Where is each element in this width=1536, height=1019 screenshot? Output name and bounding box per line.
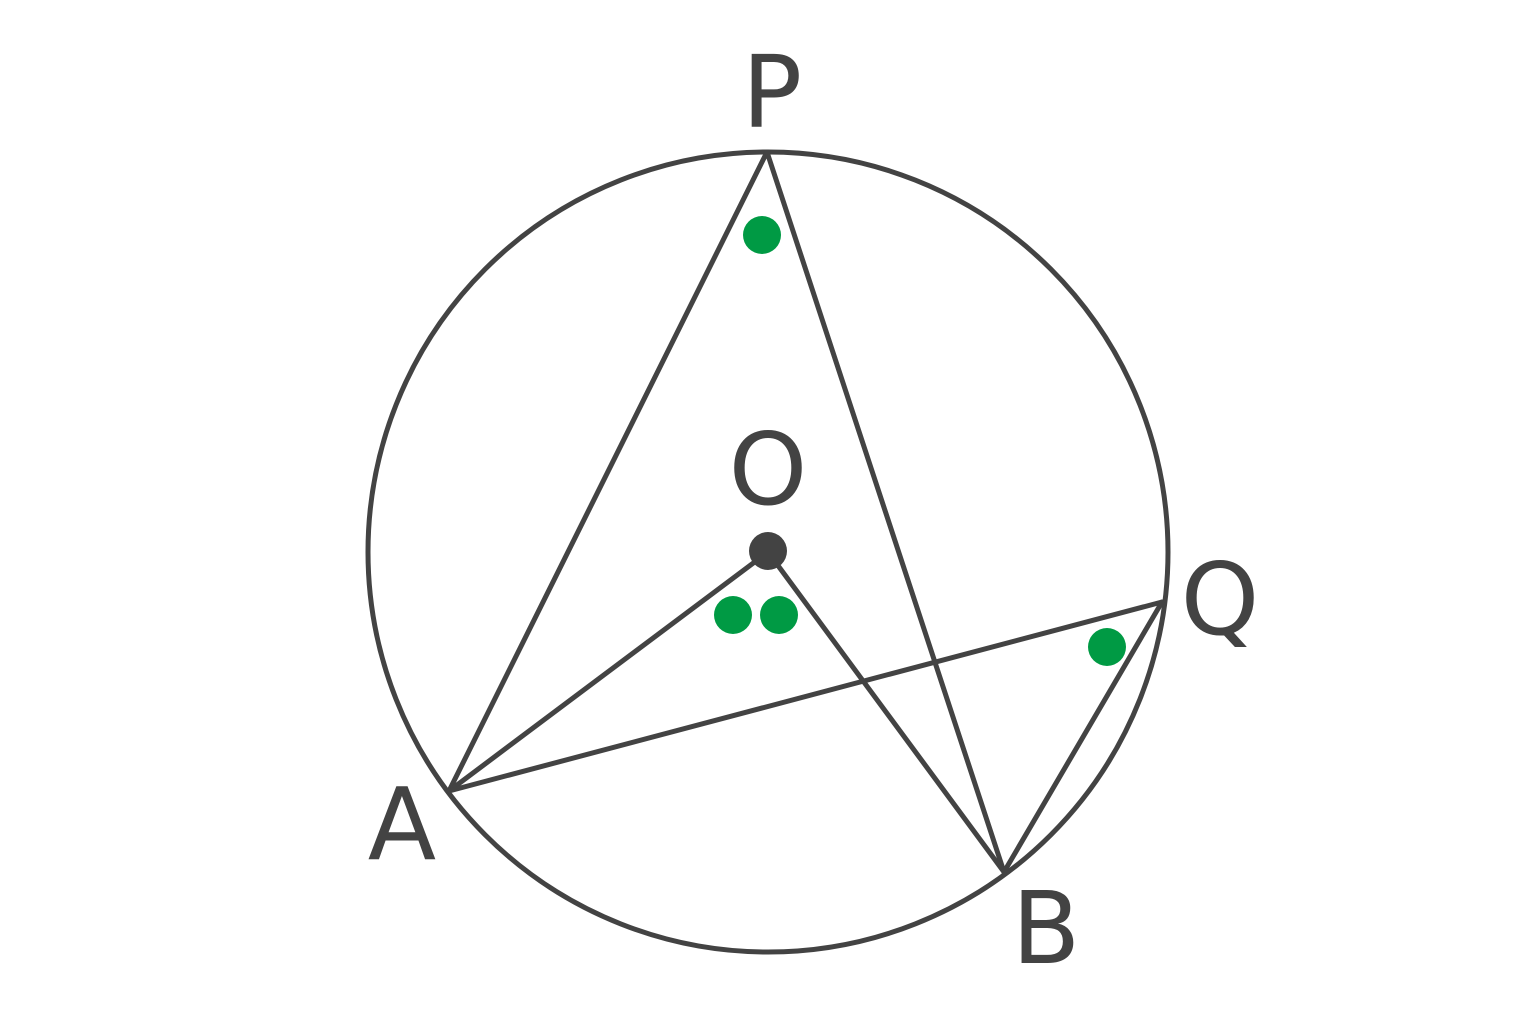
segment-QB: [1001, 599, 1165, 875]
segment-OA: [446, 549, 771, 794]
segment-AQ: [446, 599, 1165, 794]
angle-marker-O-2: [760, 596, 798, 634]
segment-OB: [765, 549, 1007, 875]
segment-PB: [764, 149, 1007, 875]
angle-marker-Q: [1088, 628, 1126, 666]
angle-marker-P: [743, 216, 781, 254]
angle-marker-O-1: [714, 596, 752, 634]
label-O: O: [729, 411, 808, 528]
center-point-O: [749, 532, 787, 570]
label-P: P: [742, 34, 802, 151]
label-A: A: [368, 766, 436, 883]
label-Q: Q: [1181, 541, 1260, 658]
segment-PA: [446, 149, 770, 794]
label-B: B: [1012, 870, 1081, 987]
